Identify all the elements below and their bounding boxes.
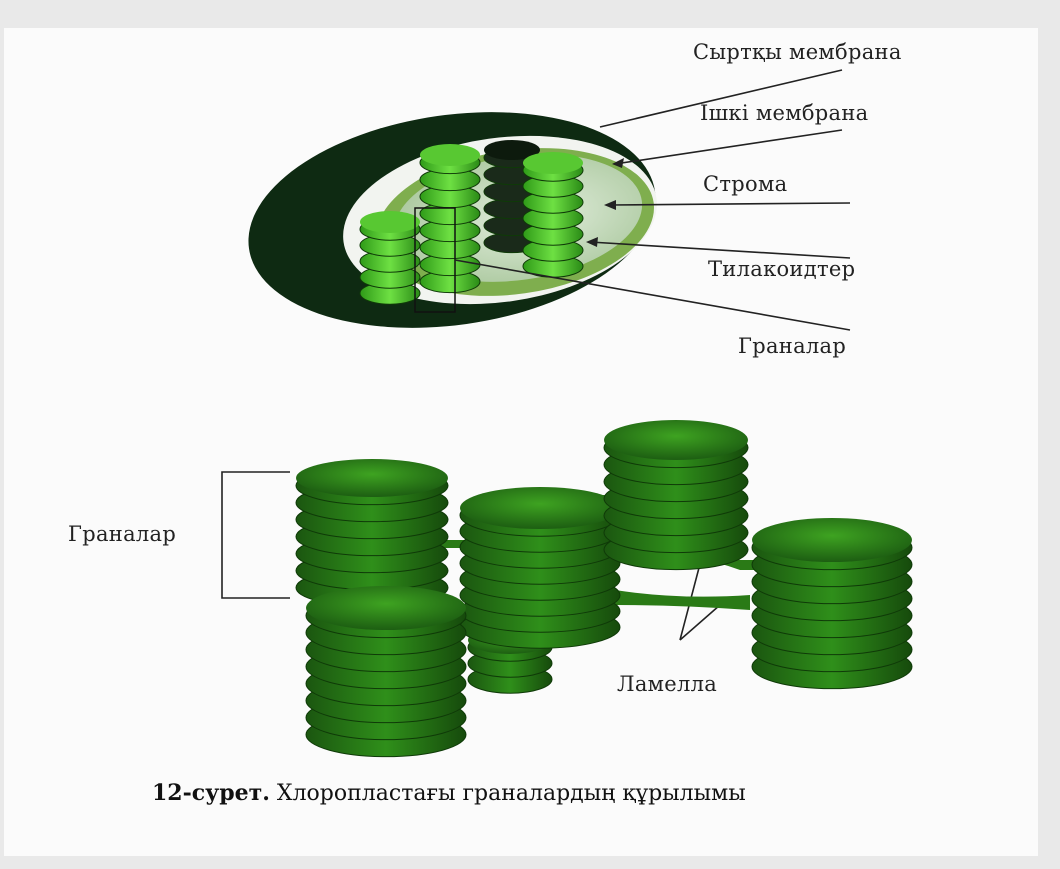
grana-structure (295, 420, 913, 758)
leader-lines (454, 69, 851, 641)
figure-number: 12-сурет. (152, 780, 270, 806)
thylakoid-top (484, 140, 540, 160)
label-outer-membrane: Сыртқы мембрана (693, 40, 902, 64)
granum-stack (359, 211, 421, 305)
arrowheads (586, 158, 624, 247)
granum-stack (305, 586, 467, 758)
label-inner-membrane: Ішкі мембрана (700, 101, 869, 125)
grana-bracket (221, 471, 290, 599)
granum-stack (419, 144, 481, 294)
label-grana-left: Граналар (68, 522, 177, 546)
figure-caption: 12-сурет. Хлоропластағы граналардың құры… (152, 780, 746, 806)
thylakoid-top (420, 144, 480, 166)
label-stroma: Строма (703, 172, 788, 196)
granum-stack (459, 487, 621, 649)
thylakoid-top (360, 211, 420, 233)
thylakoid-top (523, 152, 583, 174)
thylakoid-top (460, 487, 620, 529)
figure-title: Хлоропластағы граналардың құрылымы (276, 781, 746, 806)
granum-stack (603, 420, 749, 571)
thylakoid-top (752, 518, 912, 562)
granum-stack (295, 459, 449, 608)
thylakoid-top (296, 459, 448, 497)
chloroplast-cutaway (248, 112, 657, 328)
thylakoid-top (306, 586, 466, 630)
label-lamella: Ламелла (617, 672, 718, 696)
label-grana-top: Граналар (738, 334, 847, 358)
granum-stack (522, 152, 584, 278)
label-thylakoids: Тилакоидтер (708, 257, 856, 281)
granum-stack (751, 518, 913, 690)
thylakoid-top (604, 420, 748, 460)
